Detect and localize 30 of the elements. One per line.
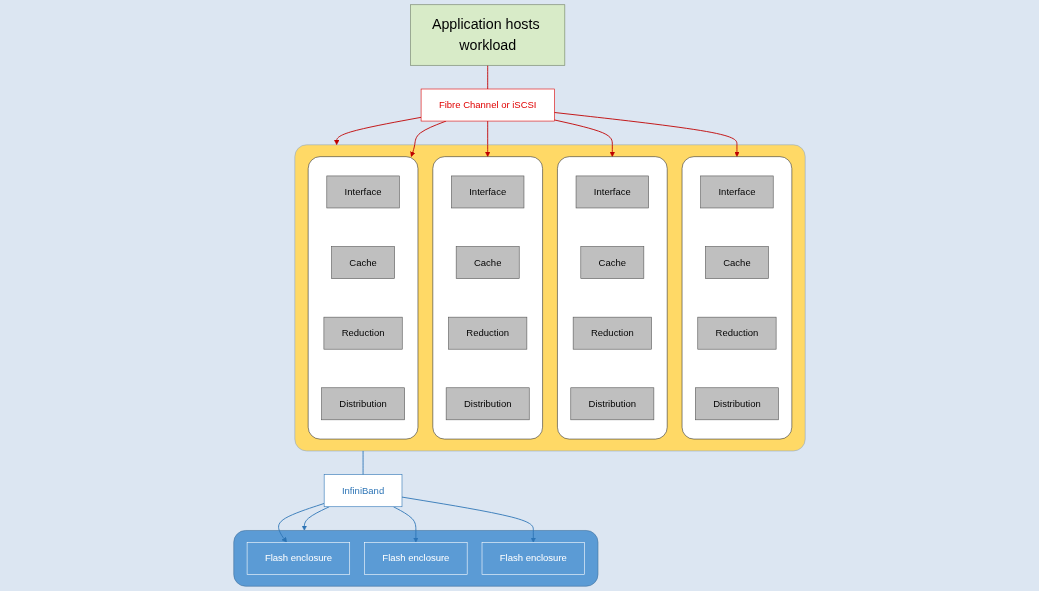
node-box: InfiniBand bbox=[323, 474, 403, 508]
node-box: Reduction bbox=[323, 316, 403, 350]
node-box: Flash enclosure bbox=[481, 542, 585, 575]
node-box: Cache bbox=[455, 246, 520, 279]
node-box: Flash enclosure bbox=[364, 542, 468, 575]
node-box: Cache bbox=[580, 246, 645, 279]
node-box: Interface bbox=[700, 175, 774, 209]
node-box: Distribution bbox=[445, 387, 530, 421]
node-box: Application hosts workload bbox=[410, 4, 566, 66]
node-box: Distribution bbox=[695, 387, 779, 421]
node-box: Flash enclosure bbox=[246, 542, 351, 575]
node-box: Distribution bbox=[321, 387, 405, 421]
cluster bbox=[557, 156, 668, 440]
connector bbox=[362, 450, 364, 476]
node-box: Cache bbox=[705, 246, 769, 279]
node-box: Fibre Channel or iSCSI bbox=[420, 88, 555, 122]
connector bbox=[487, 64, 489, 90]
node-box: Reduction bbox=[697, 316, 777, 350]
node-box: Distribution bbox=[570, 387, 655, 421]
node-box: Reduction bbox=[448, 316, 528, 350]
cluster bbox=[294, 144, 806, 452]
node-box: Interface bbox=[575, 175, 649, 209]
node-box: Cache bbox=[331, 246, 395, 279]
cluster bbox=[681, 156, 793, 440]
cluster bbox=[233, 530, 599, 587]
cluster bbox=[432, 156, 543, 440]
node-box: Interface bbox=[451, 175, 525, 209]
node-box: Interface bbox=[326, 175, 400, 209]
cluster bbox=[307, 156, 419, 440]
node-box: Reduction bbox=[572, 316, 652, 350]
